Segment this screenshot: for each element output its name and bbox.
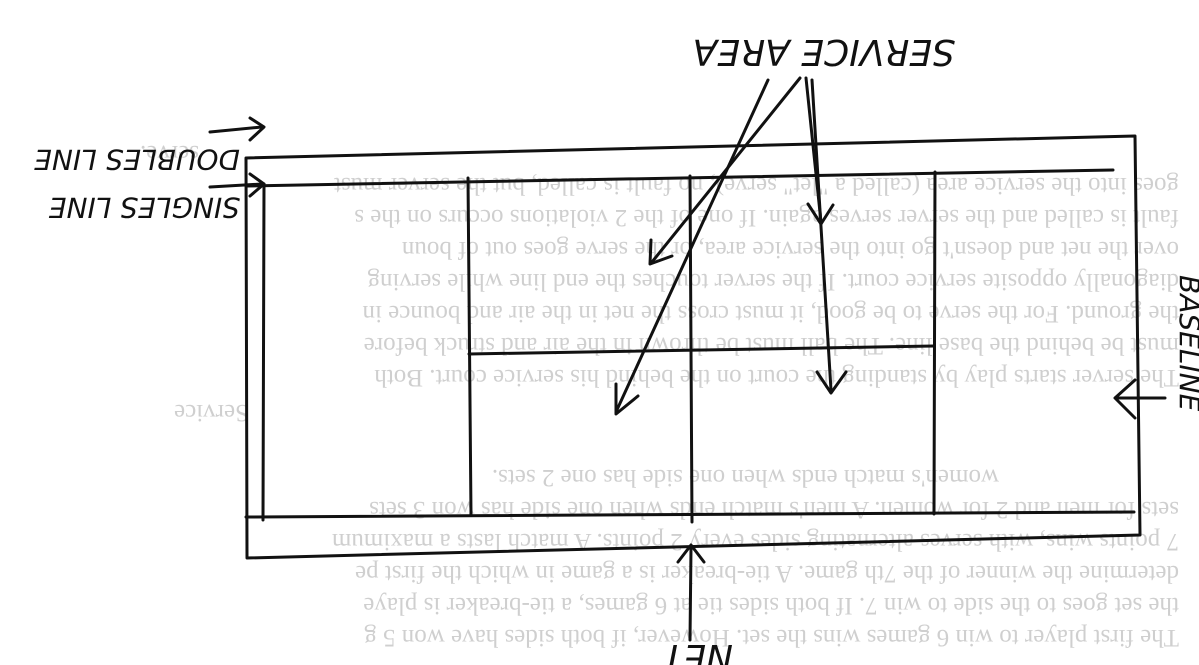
doubles-sideline-outline — [244, 134, 1142, 560]
singles-line-label: SINGLES LINE — [49, 191, 240, 224]
service-line-mid-left — [466, 176, 473, 517]
doubles-line-label: DOUBLES LINE — [34, 143, 240, 176]
net-arrowhead — [676, 543, 706, 564]
singles-line-bottom — [244, 510, 1136, 519]
bleed-line: The server starts play by standing the c… — [374, 364, 1179, 391]
bleed-line: determine the winner of the 7th game. A … — [355, 560, 1179, 587]
doubles-line-arrowhead — [248, 116, 266, 142]
service-area-arrow — [810, 78, 833, 392]
singles-line — [244, 168, 1115, 188]
net-text: NET — [658, 636, 733, 665]
bleed-line: over the net and doesn't go into the ser… — [401, 236, 1179, 263]
service-line-mid-right — [932, 170, 937, 516]
service-area-arrow — [614, 78, 770, 414]
baseline-text: BASELINE — [1173, 275, 1199, 412]
bleed-line: women's match ends when one side has one… — [492, 464, 999, 491]
service-area-text: SERVICE AREA — [693, 31, 955, 72]
bleed-line: 7 points wins, with serves alternating s… — [331, 528, 1179, 555]
singles-line-text: SINGLES LINE — [49, 191, 240, 224]
net-label: NET — [658, 636, 733, 665]
doubles-line-arrow — [208, 125, 264, 134]
bleed-line: Service — [174, 399, 249, 426]
singles-line-arrowhead — [248, 172, 266, 198]
service-area-arrowhead — [815, 370, 848, 395]
bleed-line: serve. — [140, 140, 199, 167]
bleed-line: The first player to win 6 games wins the… — [364, 624, 1179, 651]
service-area-arrowhead — [648, 238, 674, 266]
baseline-label: BASELINE — [1173, 275, 1199, 412]
service-line-left — [261, 182, 266, 522]
bleed-through-text: The first player to win 6 games wins the… — [140, 140, 1179, 651]
center-service-line — [467, 344, 936, 356]
bleed-line: the ground. For the serve to be good, it… — [362, 300, 1179, 327]
service-area-label: SERVICE AREA — [693, 31, 955, 72]
net-arrow — [688, 546, 693, 642]
bleed-line: diagonally opposite service court. If th… — [367, 268, 1179, 295]
service-area-arrow — [650, 76, 802, 264]
doubles-line-text: DOUBLES LINE — [34, 143, 240, 176]
service-area-arrowhead — [614, 382, 640, 416]
baseline-arrowhead — [1113, 378, 1137, 420]
bleed-line: fault is called and the server serves ag… — [354, 204, 1179, 231]
bleed-line: sets for men and 2 for women. A men's ma… — [369, 496, 1179, 523]
singles-line-arrow — [208, 182, 264, 189]
bleed-line: the set goes to the side to win 7. If bo… — [363, 592, 1179, 619]
